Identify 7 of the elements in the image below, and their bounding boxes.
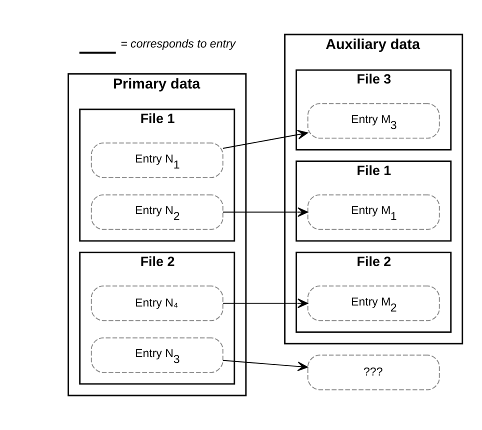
node-box: ??? [307,354,440,390]
legend-label: = corresponds to entry [120,38,236,51]
arrow [222,207,308,217]
node-box: Entry N₄ [90,286,224,322]
arrow [222,298,308,308]
arrow [222,360,308,372]
arrow [222,130,308,149]
